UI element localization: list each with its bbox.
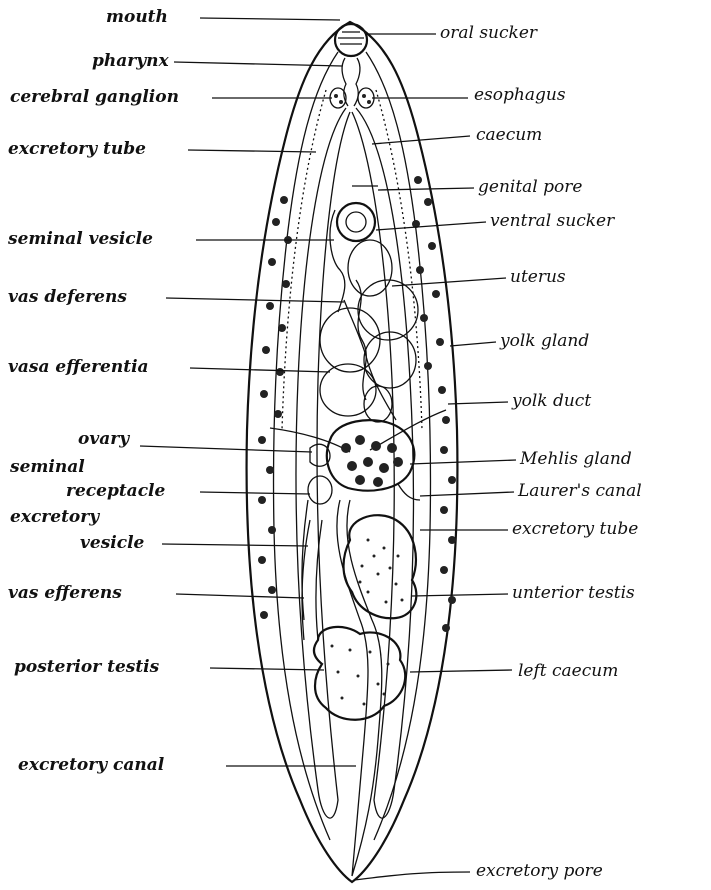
ventral-sucker-shape (337, 203, 375, 241)
caecum-left-shape (296, 108, 350, 818)
label-excretory: excretory (10, 507, 100, 527)
caecum-right-shape (352, 108, 413, 818)
laurers-canal-shape (398, 484, 420, 500)
label-mehlis-gland: Mehlis gland (519, 449, 632, 469)
right-labels: oral sucker esophagus caecum genital por… (354, 23, 642, 881)
seminal-receptacle-shape (308, 476, 332, 504)
label-uterus: uterus (510, 267, 566, 287)
label-excretory-tube-right: excretory tube (512, 519, 638, 539)
mehlis-gland-shape (327, 420, 414, 490)
label-genital-pore: genital pore (478, 177, 582, 197)
label-vas-deferens: vas deferens (8, 287, 127, 307)
label-excretory-pore: excretory pore (476, 861, 603, 881)
excretory-vesicle-shape (302, 520, 322, 640)
label-excretory-canal: excretory canal (18, 755, 165, 775)
label-laurers-canal: Laurer's canal (517, 481, 642, 501)
label-oral-sucker: oral sucker (440, 23, 538, 43)
label-ovary: ovary (78, 429, 130, 449)
label-pharynx: pharynx (92, 51, 169, 71)
label-posterior-testis: posterior testis (14, 657, 160, 677)
uterus-shape (320, 240, 418, 422)
label-vasa-efferentia: vasa efferentia (8, 357, 149, 377)
vas-efferens-shape (302, 500, 308, 620)
label-receptacle: receptacle (66, 481, 166, 501)
excretory-tube-shape (282, 90, 326, 430)
label-left-caecum: left caecum (518, 661, 618, 681)
label-esophagus: esophagus (474, 85, 566, 105)
label-anterior-testis: unterior testis (512, 583, 635, 603)
label-yolk-duct: yolk duct (511, 391, 591, 411)
label-yolk-gland: yolk gland (499, 331, 589, 351)
label-excretory-tube: excretory tube (8, 139, 146, 159)
label-ventral-sucker: ventral sucker (490, 211, 615, 231)
label-caecum: caecum (476, 125, 542, 145)
label-mouth: mouth (106, 7, 168, 27)
label-seminal-vesicle: seminal vesicle (7, 229, 153, 249)
pharynx-shape (342, 58, 360, 106)
label-seminal: seminal (9, 457, 85, 477)
label-cerebral-ganglion: cerebral ganglion (10, 87, 179, 107)
cerebral-ganglion-shape (330, 88, 346, 108)
posterior-testis-shape (314, 627, 405, 720)
label-vesicle: vesicle (80, 533, 145, 553)
label-vas-efferens: vas efferens (8, 583, 122, 603)
oral-sucker-shape (335, 24, 367, 56)
